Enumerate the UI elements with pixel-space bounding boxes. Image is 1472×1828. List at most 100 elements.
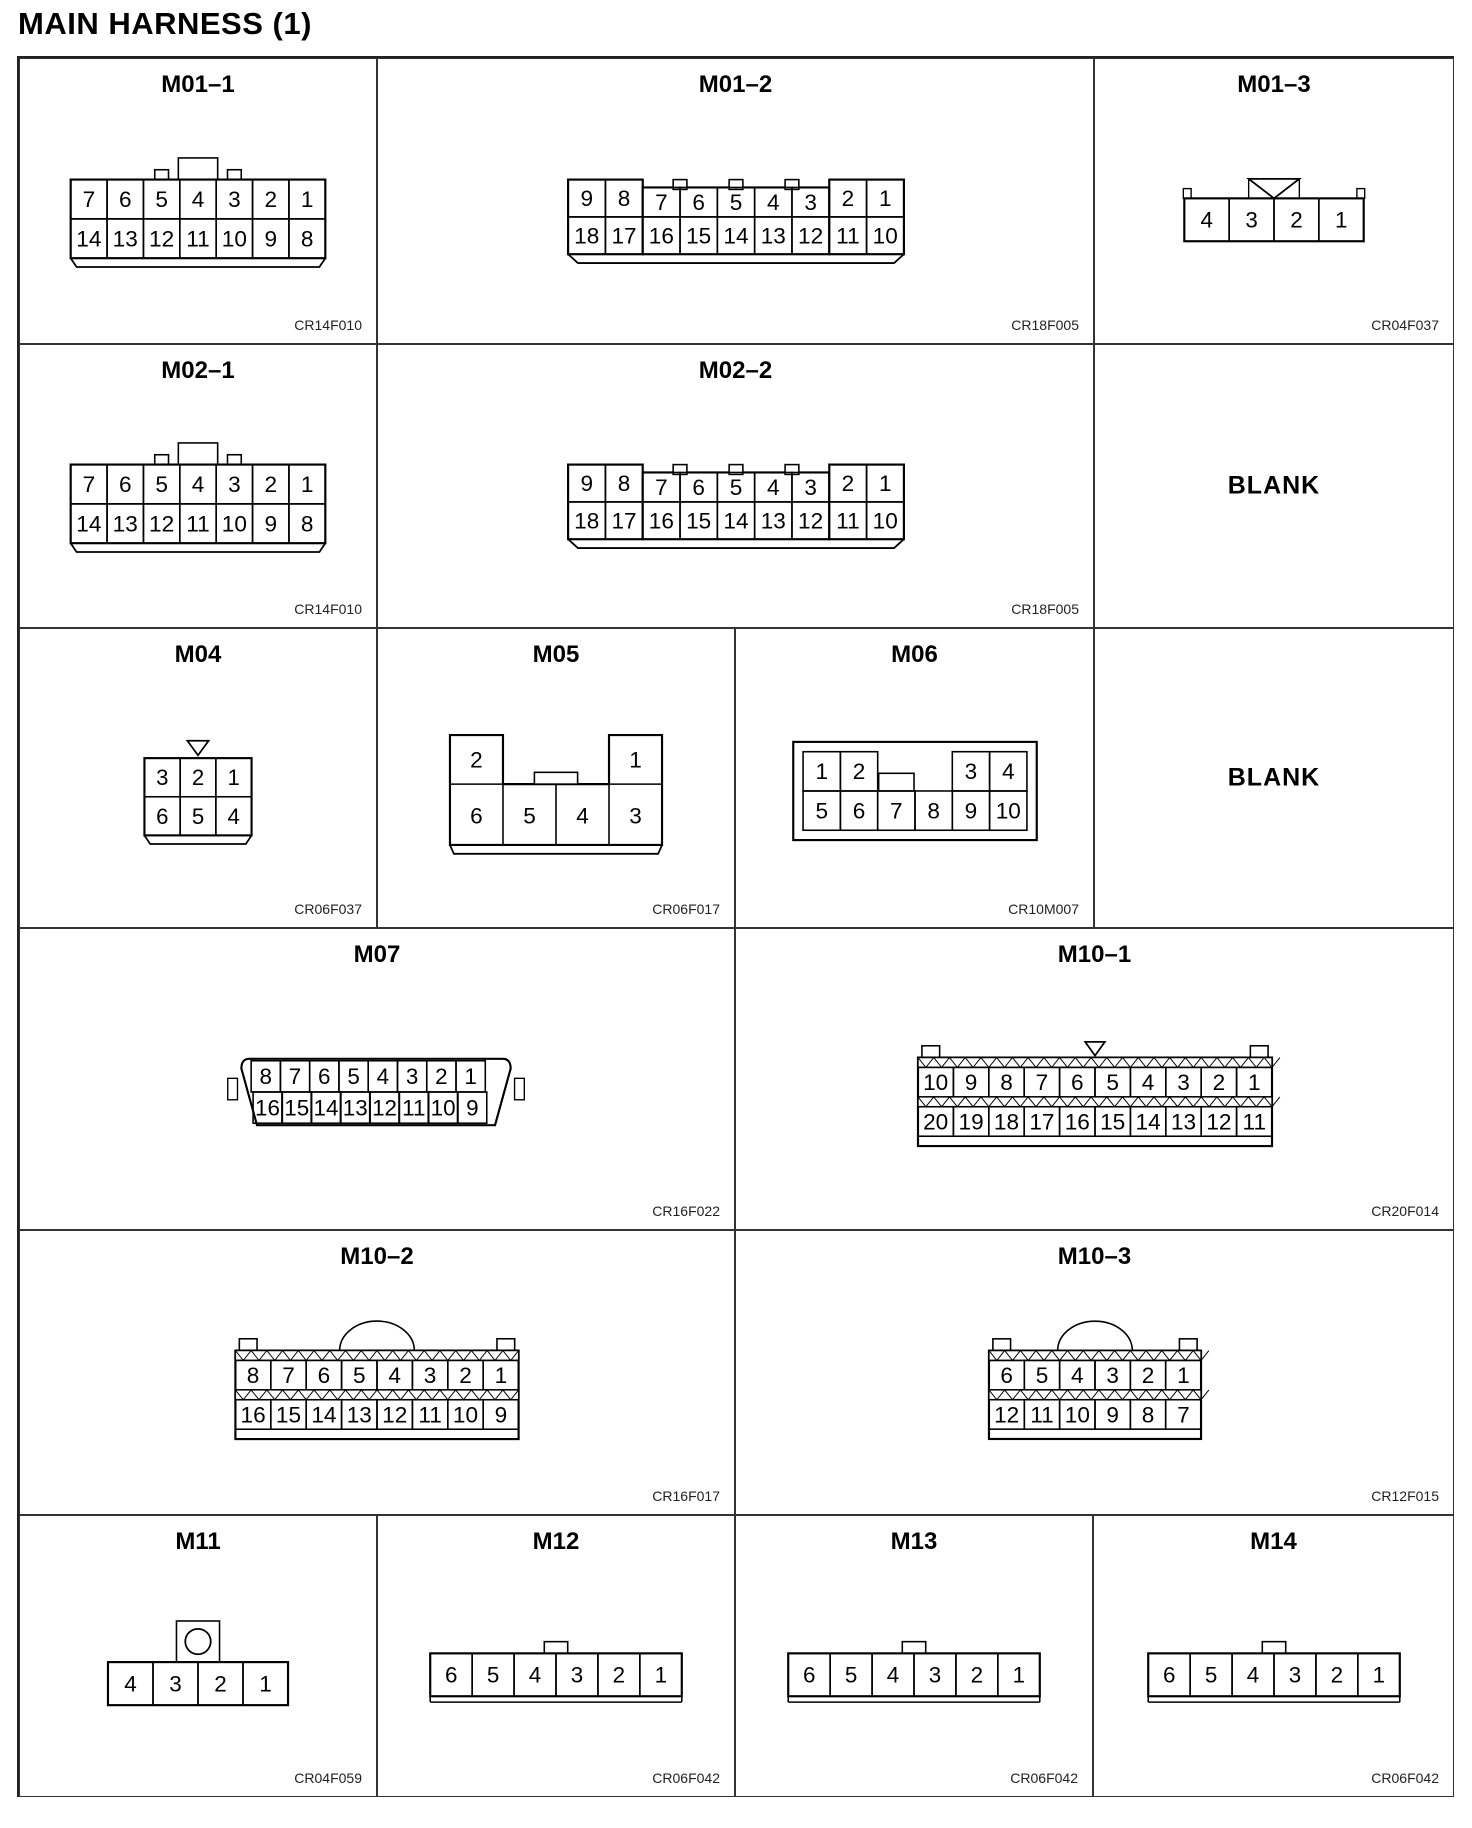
pin-number: 1 [655, 1663, 667, 1688]
pin-number: 9 [580, 186, 593, 211]
pin-number: 4 [1141, 1070, 1154, 1095]
pin-number: 1 [1013, 1663, 1025, 1688]
pin-number: 18 [574, 509, 599, 534]
pin-number: 15 [686, 224, 711, 249]
pin-number: 10 [222, 227, 247, 252]
locking-tab [901, 1641, 927, 1655]
pin-number: 2 [852, 759, 865, 784]
pin-number: 4 [377, 1064, 389, 1089]
pin-number: 8 [927, 798, 940, 823]
pin-number: 9 [495, 1402, 508, 1427]
pin-number: 1 [815, 759, 828, 784]
pin-number: 6 [692, 475, 705, 500]
pin-number: 4 [1246, 1663, 1258, 1688]
pin-number: 1 [464, 1064, 476, 1089]
pin-number: 18 [993, 1109, 1018, 1134]
pin-number: 8 [260, 1064, 272, 1089]
pin-number: 4 [192, 472, 205, 497]
pin-number: 20 [923, 1109, 948, 1134]
pin-number: 1 [1372, 1663, 1384, 1688]
pin-number: 6 [318, 1363, 331, 1388]
pin-number: 8 [1141, 1402, 1154, 1427]
pin-number: 12 [382, 1402, 407, 1427]
side-lug [496, 1337, 516, 1352]
connector-code: CR06F042 [1371, 1770, 1439, 1786]
pin-number: 2 [214, 1672, 227, 1697]
pin-number: 10 [995, 798, 1020, 823]
pin-number: 4 [1001, 759, 1014, 784]
pin-cell [1235, 1105, 1273, 1138]
pin-number: 7 [1035, 1070, 1048, 1095]
pin-cell [639, 1652, 683, 1698]
pin-number: 14 [723, 509, 748, 534]
connector-code: CR16F022 [652, 1203, 720, 1219]
dome-lock [338, 1320, 416, 1351]
pin-number: 7 [890, 798, 903, 823]
pin-number: 4 [576, 803, 589, 828]
connector-cell-blank-1: BLANK [1094, 344, 1454, 628]
pin-number: 1 [629, 747, 642, 772]
pin-number: 16 [255, 1095, 280, 1120]
pin-number: 2 [435, 1064, 447, 1089]
connector-code: CR04F037 [1371, 317, 1439, 333]
locking-tab [543, 1641, 569, 1655]
pin-number: 6 [1071, 1070, 1084, 1095]
pin-number: 7 [289, 1064, 301, 1089]
locking-tab [1261, 1641, 1286, 1655]
pin-number: 16 [1064, 1109, 1089, 1134]
pin-number: 15 [276, 1402, 301, 1427]
pin-number: 13 [1170, 1109, 1195, 1134]
pin-number: 15 [686, 509, 711, 534]
pin-number: 3 [406, 1064, 418, 1089]
pin-number: 5 [815, 798, 828, 823]
locking-tab [153, 169, 170, 181]
hatch-band [234, 1389, 520, 1401]
pin-number: 5 [845, 1663, 857, 1688]
connector-cell-blank-2: BLANK [1094, 628, 1454, 928]
pin-number: 6 [803, 1663, 815, 1688]
pin-cell [1318, 197, 1365, 243]
pin-number: 10 [431, 1095, 456, 1120]
pin-number: 12 [149, 512, 174, 537]
pin-number: 13 [347, 1402, 372, 1427]
pin-number: 14 [76, 227, 101, 252]
pin-number: 6 [119, 472, 132, 497]
pin-number: 4 [388, 1363, 401, 1388]
pin-number: 9 [264, 227, 277, 252]
pin-number: 2 [459, 1363, 472, 1388]
pin-number: 16 [648, 509, 673, 534]
pin-number: 4 [887, 1663, 899, 1688]
pin-number: 12 [798, 224, 823, 249]
locking-tab [153, 454, 170, 466]
pin-number: 2 [1290, 208, 1302, 233]
pin-number: 3 [156, 765, 168, 790]
pin-number: 9 [1106, 1402, 1119, 1427]
center-lock [177, 157, 219, 181]
pin-number: 4 [124, 1672, 137, 1697]
pin-number: 13 [113, 512, 138, 537]
pin-number: 1 [301, 187, 314, 212]
pin-cell [288, 218, 327, 260]
pin-cell [865, 216, 905, 256]
side-lug [238, 1337, 258, 1352]
connector-skirt [69, 258, 327, 269]
pin-number: 2 [1330, 1663, 1342, 1688]
pin-number: 11 [1030, 1402, 1053, 1427]
pin-number: 3 [1106, 1363, 1119, 1388]
key-tab [877, 772, 915, 792]
connector-code: CR18F005 [1011, 601, 1079, 617]
pin-number: 12 [798, 509, 823, 534]
pin-number: 1 [1248, 1070, 1261, 1095]
side-lug [991, 1337, 1011, 1352]
pin-number: 1 [878, 471, 891, 496]
